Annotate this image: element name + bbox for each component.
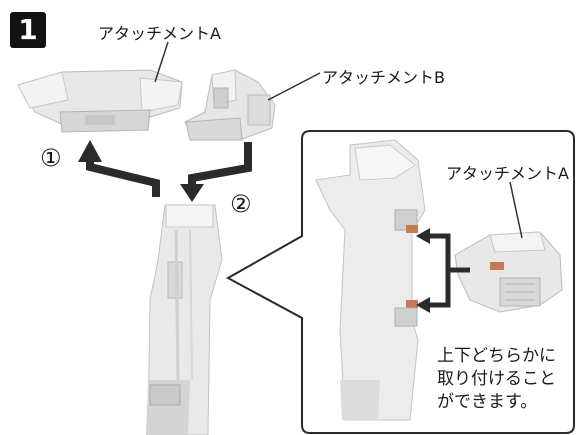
attachment-note: 上下どちらかに 取り付けること ができます。 (437, 345, 572, 414)
arrow-2 (188, 142, 252, 186)
double-arrow (416, 228, 470, 313)
inset-attachment-a-part (454, 231, 563, 313)
step-number-badge (10, 12, 46, 48)
attachment-a-part (17, 69, 183, 133)
order-label-2: ② (230, 190, 252, 218)
leader-attachment-b (267, 72, 321, 101)
arrow-2-head (180, 184, 204, 202)
label-attachment-b: アタッチメントB (322, 68, 445, 87)
leader-attachment-a (154, 41, 169, 83)
tower-base-part (146, 204, 223, 435)
arrow-1-head (78, 140, 102, 162)
note-line-2: 取り付けること (437, 369, 556, 389)
step-number: 1 (18, 13, 38, 46)
label-attachment-a-inset: アタッチメントA (446, 164, 569, 183)
inset-tower-part (315, 139, 426, 421)
arrow-1 (86, 160, 160, 197)
attachment-b-part (184, 69, 276, 141)
note-line-1: 上下どちらかに (437, 346, 556, 366)
order-label-1: ① (40, 144, 62, 172)
leader-attachment-a-inset (509, 181, 523, 239)
label-attachment-a: アタッチメントA (98, 24, 221, 43)
note-line-3: ができます。 (437, 392, 538, 412)
